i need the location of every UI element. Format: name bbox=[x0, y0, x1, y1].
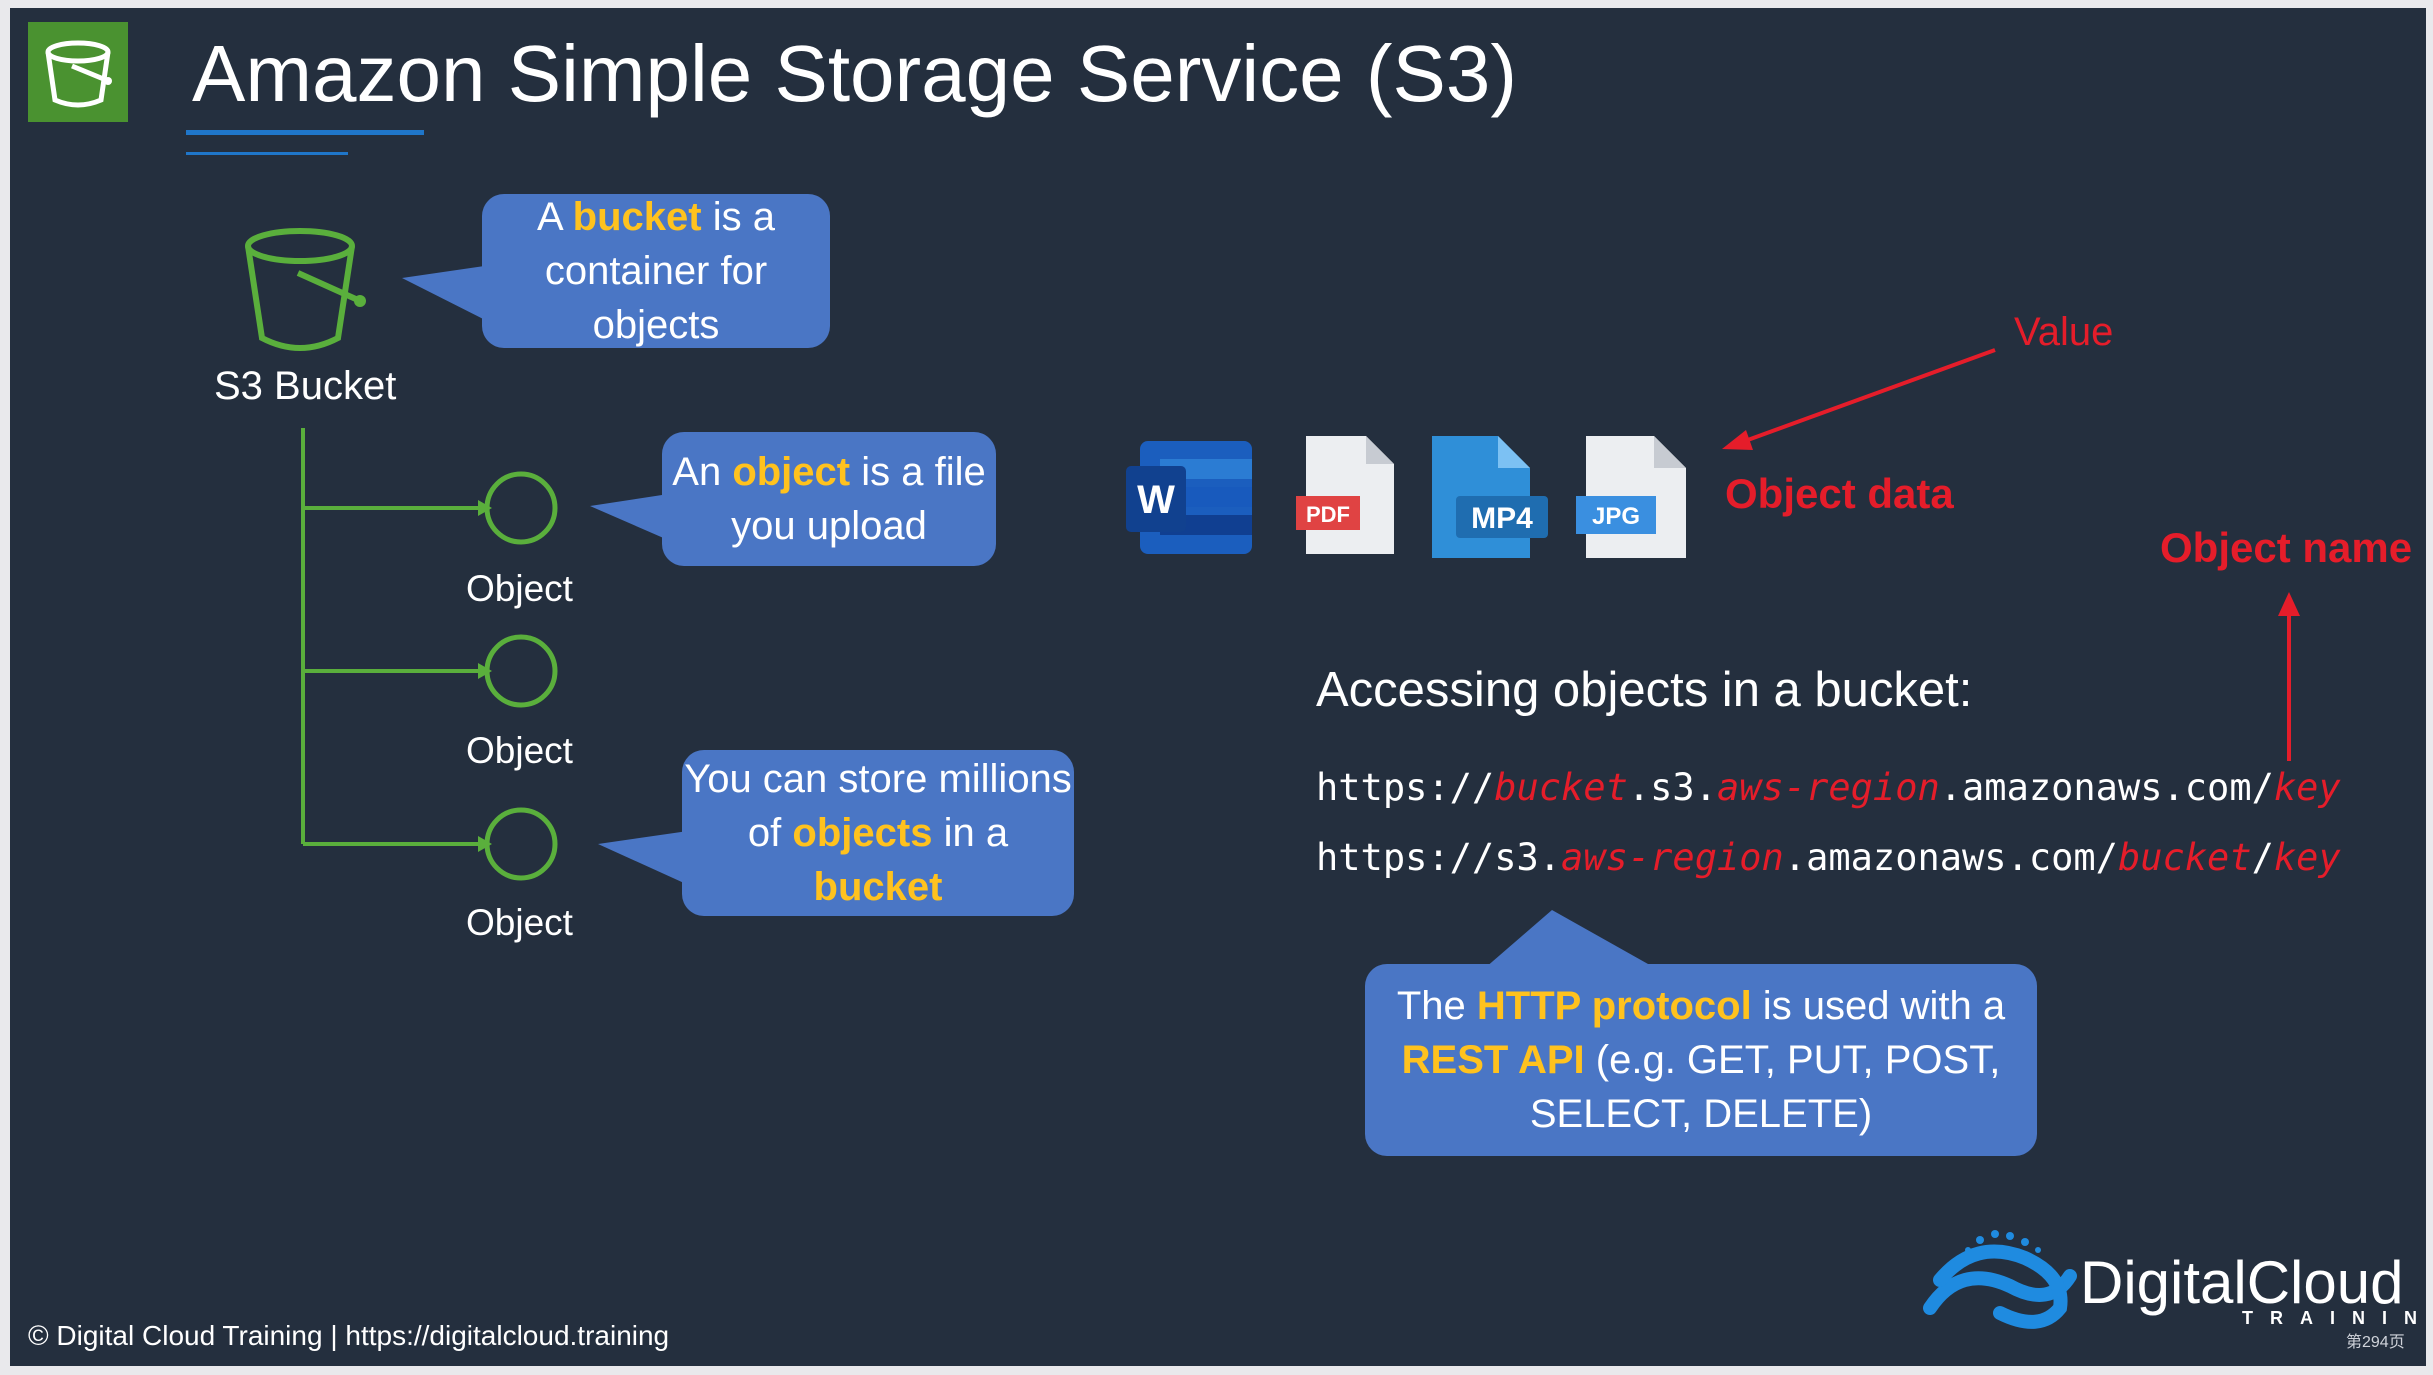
slide: Amazon Simple Storage Service (S3) bbox=[10, 8, 2426, 1366]
bucket-icon bbox=[45, 40, 112, 108]
value-arrow bbox=[1722, 348, 1996, 450]
mp4-icon: MP4 bbox=[1432, 436, 1548, 558]
store-callout-tail bbox=[598, 830, 695, 888]
s3-bucket-label: S3 Bucket bbox=[214, 364, 397, 408]
access-heading: Accessing objects in a bucket: bbox=[1316, 663, 1973, 717]
url-virtual-hosted: https://bucket.s3.aws-region.amazonaws.c… bbox=[1316, 766, 2341, 809]
word-icon: W bbox=[1126, 441, 1252, 554]
page-number: 第294页 bbox=[2346, 1334, 2405, 1351]
svg-text:PDF: PDF bbox=[1306, 502, 1350, 527]
svg-text:MP4: MP4 bbox=[1471, 502, 1533, 535]
page-title: Amazon Simple Storage Service (S3) bbox=[192, 29, 1517, 118]
object-callout-tail bbox=[590, 493, 675, 543]
object-label: Object bbox=[466, 568, 573, 609]
footer-copyright: © Digital Cloud Training | https://digit… bbox=[28, 1320, 670, 1351]
value-label: Value bbox=[2014, 310, 2114, 354]
object-circles bbox=[484, 471, 558, 881]
jpg-icon: JPG bbox=[1576, 436, 1686, 558]
store-objects-callout: You can store millions of objects in a b… bbox=[682, 750, 1074, 916]
pdf-icon: PDF bbox=[1296, 436, 1394, 554]
s3-bucket-icon bbox=[245, 228, 366, 351]
s3-logo bbox=[28, 22, 128, 122]
bucket-callout: A bucket is a container for objects bbox=[482, 194, 830, 348]
diagram-graphics: W PDF MP4 JPG bbox=[245, 228, 2300, 1329]
title-underline-short bbox=[186, 152, 348, 155]
http-rest-callout: The HTTP protocol is used with a REST AP… bbox=[1365, 964, 2037, 1156]
object-callout: An object is a file you upload bbox=[662, 432, 996, 566]
bucket-callout-tail bbox=[402, 263, 505, 330]
object-name-arrow bbox=[2278, 592, 2300, 761]
url-path-style: https://s3.aws-region.amazonaws.com/buck… bbox=[1316, 836, 2341, 879]
object-label: Object bbox=[466, 902, 573, 943]
object-name-label: Object name bbox=[2160, 524, 2413, 571]
svg-text:JPG: JPG bbox=[1592, 503, 1640, 530]
brand-name: DigitalCloud bbox=[2080, 1249, 2404, 1316]
http-callout-tail bbox=[1485, 910, 1655, 968]
object-label: Object bbox=[466, 730, 573, 771]
object-data-label: Object data bbox=[1725, 470, 1954, 517]
title-underline bbox=[186, 130, 424, 135]
svg-text:W: W bbox=[1137, 478, 1175, 522]
brand-subtitle: TRAINING bbox=[2242, 1308, 2426, 1328]
digitalcloud-logo-icon bbox=[1923, 1244, 2077, 1329]
bucket-connectors bbox=[301, 428, 478, 846]
logo-dots bbox=[1965, 1230, 2041, 1253]
